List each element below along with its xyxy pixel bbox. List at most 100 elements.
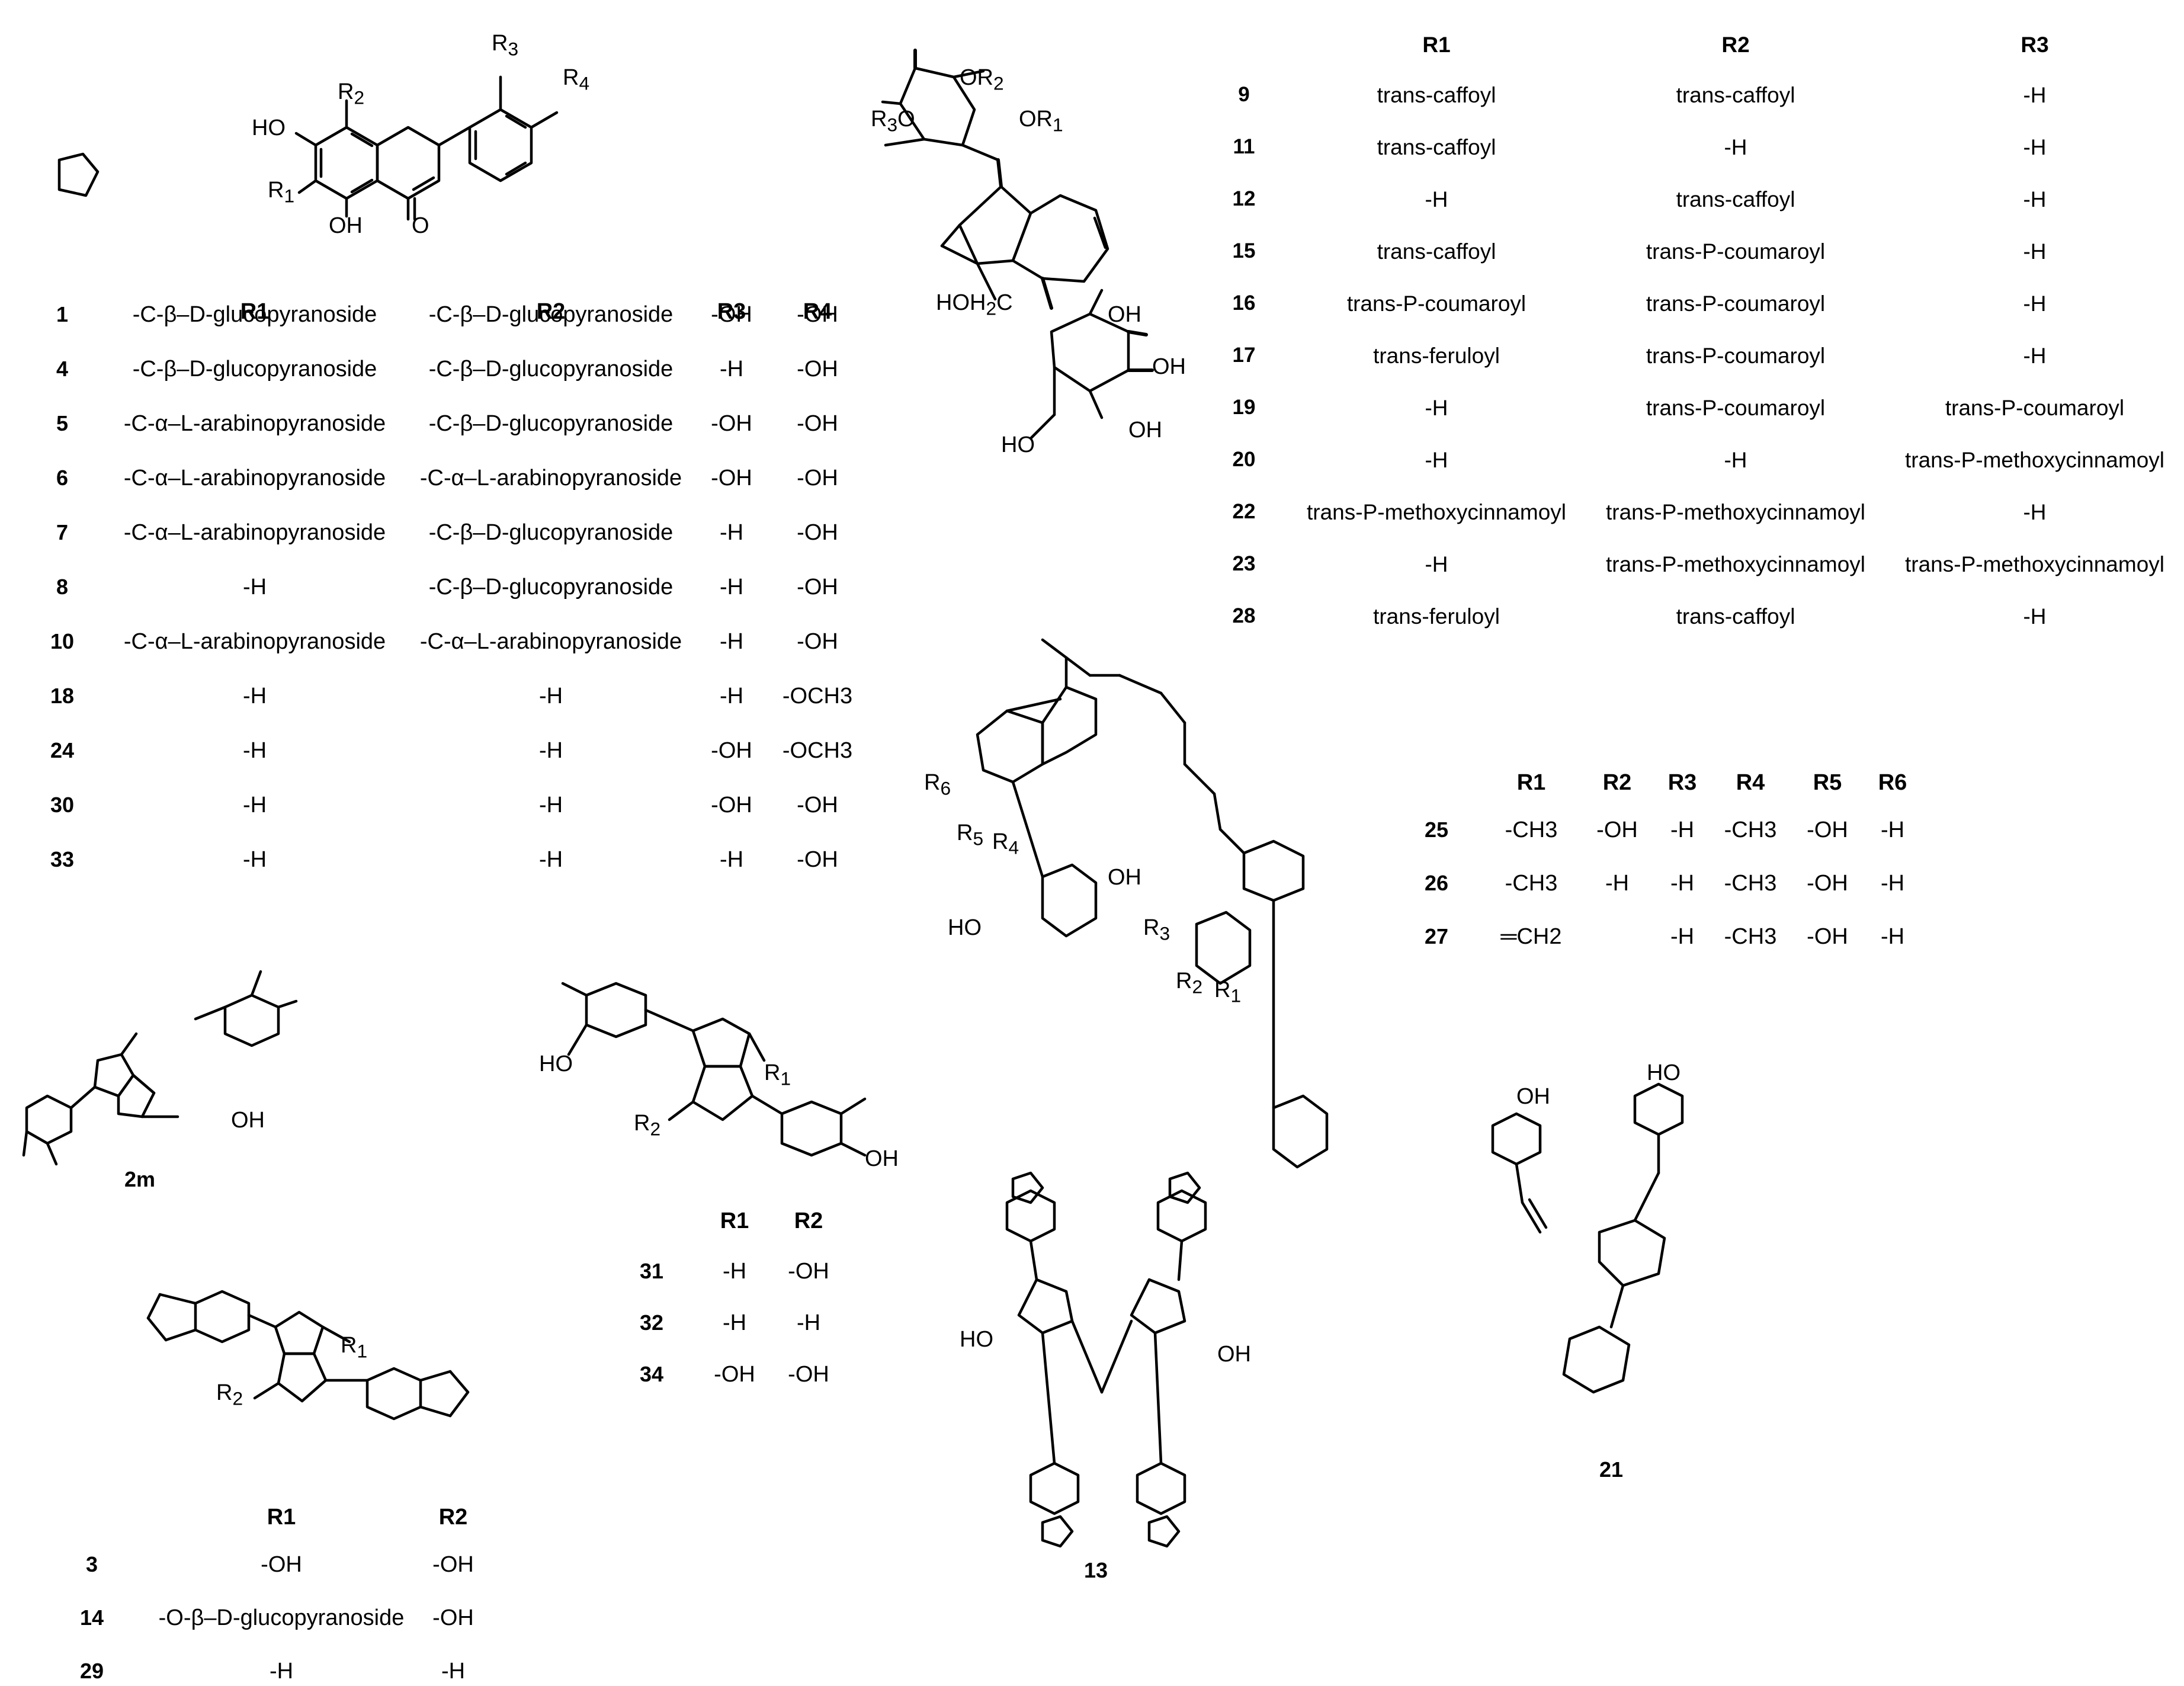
table_lignan_31-cell-r2: -OH [788, 1259, 829, 1284]
compound-13-label: 13 [1084, 1558, 1108, 1582]
table_lignan_31-header-r2: R2 [794, 1209, 823, 1233]
table_flavone-row-num: 7 [56, 520, 69, 544]
table_bis_iridoid-cell-r6: -H [1880, 924, 1905, 949]
table_flavone-cell-r2: -C-β–D-glucopyranoside [428, 520, 674, 545]
bis-r6: R [924, 770, 941, 795]
table_flavone-cell-r2: -H [538, 847, 563, 872]
table_iridoid-cell-r3: -H [2023, 239, 2047, 264]
lignan-3-r1: R [341, 1333, 357, 1358]
flavone-r2-label: R [338, 79, 354, 104]
table_flavone-cell-r4: -OCH3 [782, 684, 853, 709]
lignan-2m-oh: OH [231, 1108, 265, 1133]
table_iridoid-row-num: 11 [1233, 135, 1255, 158]
table_bis_iridoid-cell-r2: -H [1605, 871, 1630, 896]
table_iridoid-cell-r1: -H [1425, 396, 1448, 420]
table_iridoid-cell-r1: trans-caffoyl [1377, 83, 1496, 107]
bis-r5: R [957, 820, 973, 845]
lignan-2m-structure [22, 152, 298, 1166]
table_bis_iridoid-header-r6: R6 [1878, 770, 1907, 795]
table_lignan_3-cell-r2: -OH [432, 1605, 474, 1630]
table_iridoid-cell-r3: trans-P-methoxycinnamoyl [1905, 552, 2164, 576]
table_flavone-cell-r1: -C-α–L-arabinopyranoside [123, 629, 386, 654]
table_iridoid-row-num: 16 [1232, 291, 1256, 315]
table_lignan_31-header-r1: R1 [720, 1209, 749, 1233]
table_iridoid-cell-r1: trans-P-coumaroyl [1346, 291, 1526, 316]
table_iridoid-cell-r3: trans-P-methoxycinnamoyl [1905, 448, 2164, 472]
table_iridoid-cell-r2: trans-caffoyl [1676, 83, 1795, 107]
table_lignan_3-header-r1: R1 [267, 1505, 296, 1530]
table_bis_iridoid-cell-r3: -H [1670, 871, 1695, 896]
lignan-31-ho: HO [539, 1052, 573, 1076]
glycoside-21-ho: HO [1647, 1060, 1681, 1085]
bis-r2: R [1176, 969, 1192, 993]
table_flavone-cell-r3: -OH [711, 411, 752, 436]
iridoid-r3-label: R [871, 107, 887, 132]
table_flavone-cell-r4: -OH [797, 847, 838, 872]
table_bis_iridoid-header-r2: R2 [1602, 770, 1632, 795]
table_flavone-cell-r2: -C-β–D-glucopyranoside [428, 357, 674, 382]
table_iridoid-cell-r3: -H [2023, 500, 2047, 524]
table_iridoid-cell-r1: trans-P-methoxycinnamoyl [1307, 500, 1566, 524]
table_iridoid-cell-r3: trans-P-coumaroyl [1945, 396, 2125, 420]
lignan-31-oh: OH [865, 1146, 899, 1171]
table_lignan_31-row-num: 34 [639, 1362, 664, 1386]
table_flavone-header-r1: R1 [240, 299, 270, 324]
table_flavone-cell-r2: -H [538, 684, 563, 709]
table_flavone-cell-r2: -C-β–D-glucopyranoside [428, 302, 674, 327]
table_iridoid-cell-r1: trans-caffoyl [1377, 239, 1496, 264]
flavone-structure [294, 75, 559, 221]
table_flavone-row-num: 8 [56, 575, 69, 599]
table_bis_iridoid-header-r5: R5 [1813, 770, 1842, 795]
flavone-r3-label: R [492, 31, 508, 56]
table_flavone-cell-r3: -OH [711, 738, 752, 763]
glycoside-21-oh: OH [1516, 1084, 1550, 1109]
table_iridoid-cell-r1: trans-caffoyl [1377, 135, 1496, 159]
table_iridoid-cell-r2: trans-P-coumaroyl [1646, 239, 1826, 264]
iridoid-ho-label: HO [1001, 432, 1035, 457]
table_flavone-cell-r3: -H [719, 684, 744, 709]
table_iridoid-row-num: 22 [1232, 500, 1256, 523]
table_lignan_3-cell-r1: -O-β–D-glucopyranoside [158, 1605, 405, 1630]
table_lignan_31-row-num: 32 [639, 1310, 664, 1335]
table_iridoid-row-num: 15 [1232, 239, 1256, 262]
table_bis_iridoid-cell-r3: -H [1670, 818, 1695, 842]
glycoside-21-structure [1491, 1082, 1684, 1394]
table_flavone-cell-r1: -H [242, 575, 267, 600]
bis-r3: R [1143, 915, 1160, 940]
bis-iridoid-structure [976, 638, 1329, 1169]
table_iridoid-cell-r2: -H [1724, 448, 1747, 472]
table_iridoid-cell-r1: -H [1425, 448, 1448, 472]
table_flavone-cell-r2: -C-β–D-glucopyranoside [428, 575, 674, 600]
table_flavone-row-num: 18 [50, 684, 75, 708]
table_iridoid-cell-r2: trans-P-coumaroyl [1646, 396, 1826, 420]
table_flavone-cell-r4: -OH [797, 575, 838, 600]
table_lignan_31-row-num: 31 [639, 1259, 664, 1283]
table_flavone-cell-r4: -OH [797, 520, 838, 545]
lignan-31-r1: R [764, 1060, 781, 1085]
table_iridoid-cell-r1: -H [1425, 187, 1448, 211]
table_bis_iridoid-cell-r2: -OH [1596, 818, 1638, 842]
table_flavone-row-num: 6 [56, 466, 69, 490]
bis-oh: OH [1108, 865, 1141, 890]
table_iridoid-header-r2: R2 [1721, 33, 1750, 57]
flavone-oh-label: OH [329, 213, 363, 238]
table_flavone-cell-r1: -C-α–L-arabinopyranoside [123, 411, 386, 436]
table_flavone-header-r4: R4 [803, 299, 832, 324]
table_flavone-header-r3: R3 [717, 299, 746, 324]
table_lignan_31-cell-r1: -H [722, 1310, 747, 1335]
table_lignan_31-cell-r1: -H [722, 1259, 747, 1284]
table_iridoid-cell-r1: trans-feruloyl [1373, 344, 1500, 368]
table_bis_iridoid-header-r3: R3 [1667, 770, 1697, 795]
table_lignan_3-cell-r1: -H [269, 1659, 294, 1684]
lignan-3-r2: R [216, 1380, 233, 1405]
table_lignan_3-row-num: 3 [85, 1552, 98, 1576]
table_bis_iridoid-cell-r5: -OH [1807, 818, 1848, 842]
table_flavone-cell-r4: -OH [797, 302, 838, 327]
table_iridoid-row-num: 12 [1232, 187, 1256, 210]
table_iridoid-cell-r3: -H [2023, 344, 2047, 368]
table_flavone-header-r2: R2 [536, 299, 566, 324]
flavone-ho-label: HO [252, 116, 286, 140]
dimer-13-structure [1005, 1189, 1207, 1515]
table_flavone-row-num: 5 [56, 411, 69, 435]
table_iridoid-cell-r3: -H [2023, 187, 2047, 211]
